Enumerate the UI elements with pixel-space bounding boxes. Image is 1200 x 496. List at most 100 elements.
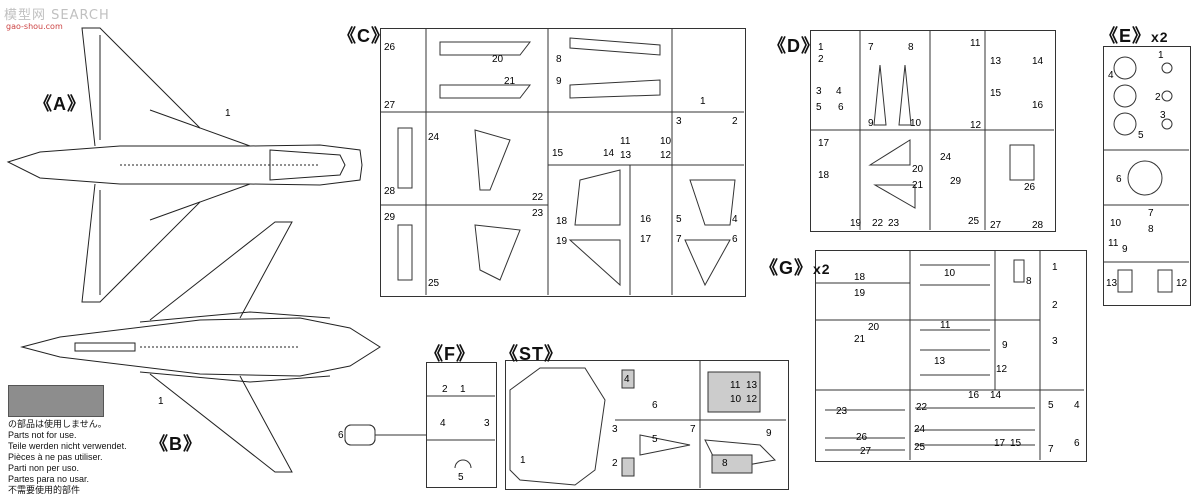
part-number: 8	[722, 458, 728, 469]
part-number: 2	[612, 458, 618, 469]
part-number: 2	[1052, 300, 1058, 311]
sprue-e-multiplier: x2	[1151, 29, 1169, 45]
part-number: 19	[854, 288, 866, 299]
part-number: 9	[868, 118, 874, 129]
sprue-g-multiplier: x2	[813, 261, 831, 277]
part-number: 11	[620, 136, 631, 147]
part-number: 27	[384, 100, 396, 111]
part-number: 14	[990, 390, 1002, 401]
part-number: 25	[968, 216, 980, 227]
sprue-label-e: 《E》x2	[1100, 26, 1169, 46]
part-number: 5	[652, 434, 658, 445]
part-number: 11	[1108, 238, 1119, 249]
part-number: 18	[854, 272, 866, 283]
part-number: 4	[732, 214, 738, 225]
part-number: 4	[1074, 400, 1080, 411]
part-number: 14	[1032, 56, 1044, 67]
part-number: 12	[996, 364, 1008, 375]
sprue-label-d: 《D》	[768, 36, 820, 56]
part-number: 8	[556, 54, 562, 65]
part-number: 17	[994, 438, 1006, 449]
part-number: 21	[912, 180, 924, 191]
part-number: 3	[612, 424, 618, 435]
part-number: 26	[856, 432, 868, 443]
part-number: 20	[492, 54, 504, 65]
part-number: 3	[676, 116, 682, 127]
part-number: 9	[766, 428, 772, 439]
not-for-use-swatch	[8, 385, 104, 417]
part-number: 6	[338, 430, 344, 441]
part-number: 1	[1052, 262, 1058, 273]
part-number: 3	[484, 418, 490, 429]
part-number: 23	[836, 406, 848, 417]
part-number: 4	[624, 374, 630, 385]
part-number: 14	[603, 148, 615, 159]
part-number: 5	[816, 102, 822, 113]
part-number: 9	[1002, 340, 1008, 351]
part-number: 27	[860, 446, 872, 457]
sprue-label-f: 《F》	[425, 344, 475, 364]
part-number: 12	[970, 120, 982, 131]
part-number: 18	[556, 216, 568, 227]
part-number: 6	[1116, 174, 1122, 185]
sprue-label-g: 《G》x2	[760, 258, 831, 278]
part-number: 3	[1052, 336, 1058, 347]
part-number: 13	[934, 356, 946, 367]
part-number: 7	[868, 42, 874, 53]
part-number: 8	[1026, 276, 1032, 287]
part-number: 15	[1010, 438, 1022, 449]
part-number: 1	[818, 42, 824, 53]
part-number: 4	[440, 418, 446, 429]
part-number: 15	[990, 88, 1002, 99]
part-number: 16	[640, 214, 652, 225]
legend-line: 不需要使用的部件	[8, 485, 81, 495]
sprue-c-frame	[380, 28, 746, 297]
part-number: 13	[746, 380, 758, 391]
part-number: 2	[442, 384, 448, 395]
part-number: 24	[428, 132, 440, 143]
aircraft-bottom-view	[20, 221, 381, 473]
part-number: 26	[384, 42, 396, 53]
view-a-part-number: 1	[225, 108, 231, 119]
part-number: 1	[460, 384, 466, 395]
part-number: 29	[384, 212, 396, 223]
part-number: 2	[818, 54, 824, 65]
part-number: 18	[818, 170, 830, 181]
part-number: 10	[730, 394, 742, 405]
part-number: 28	[384, 186, 396, 197]
part-number: 28	[1032, 220, 1044, 231]
part-number: 5	[676, 214, 682, 225]
part-number: 8	[908, 42, 914, 53]
part-number: 12	[660, 150, 672, 161]
part-number: 22	[532, 192, 544, 203]
part-number: 7	[676, 234, 682, 245]
part-number: 11	[730, 380, 741, 391]
legend-line: の部品は使用しません。	[8, 419, 107, 429]
part-number: 22	[872, 218, 884, 229]
sprue-label-st: 《ST》	[500, 344, 564, 364]
part-number: 19	[556, 236, 568, 247]
legend-line: Parts not for use.	[8, 430, 77, 440]
part-number: 29	[950, 176, 962, 187]
part-number: 10	[944, 268, 956, 279]
part-number: 17	[640, 234, 652, 245]
part-number: 24	[940, 152, 952, 163]
part-number: 24	[914, 424, 926, 435]
part-number: 15	[552, 148, 564, 159]
legend-line: Teile werden nicht verwendet.	[8, 441, 127, 451]
part-number: 4	[1108, 70, 1114, 81]
part-number: 7	[1048, 444, 1054, 455]
part-number: 6	[1074, 438, 1080, 449]
part-number: 12	[746, 394, 758, 405]
part-number: 5	[458, 472, 464, 483]
legend-line: Pièces à ne pas utiliser.	[8, 452, 103, 462]
part-number: 16	[1032, 100, 1044, 111]
part-number: 27	[990, 220, 1002, 231]
sprue-d-frame	[810, 30, 1056, 232]
part-number: 5	[1138, 130, 1144, 141]
part-number: 10	[660, 136, 672, 147]
part-number: 1	[1158, 50, 1164, 61]
part-number: 12	[1176, 278, 1188, 289]
part-number: 1	[700, 96, 706, 107]
part-number: 20	[868, 322, 880, 333]
